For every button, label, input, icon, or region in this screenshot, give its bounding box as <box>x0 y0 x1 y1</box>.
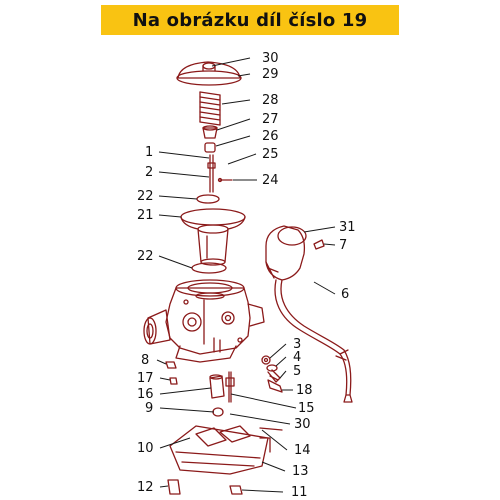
needle-part <box>207 154 233 193</box>
float-pin-part <box>259 427 283 431</box>
callout-26: 27 <box>262 112 279 127</box>
screw-set-3-4-5 <box>261 355 281 383</box>
screw-18-part <box>267 379 283 393</box>
leader-lines <box>156 57 336 493</box>
callout-12: 12 <box>137 480 154 495</box>
callout-27: 28 <box>262 93 279 108</box>
callout-8: 8 <box>141 353 149 368</box>
spring-seat-part <box>202 125 218 139</box>
callout-25: 26 <box>262 129 279 144</box>
jet-needle-part <box>225 371 235 403</box>
screw-11-part <box>229 485 243 495</box>
callout-2: 2 <box>145 165 153 180</box>
callout-22a: 22 <box>137 189 154 204</box>
choke-cable <box>274 279 353 403</box>
retainer-part <box>204 142 216 153</box>
callout-22b: 22 <box>137 249 154 264</box>
callout-4: 4 <box>293 350 301 365</box>
callout-30: 30 <box>294 417 311 432</box>
banner-title: Na obrázku díl číslo 19 <box>132 9 368 31</box>
carburetor-body <box>143 279 265 363</box>
callout-17: 17 <box>137 371 154 386</box>
callout-14: 14 <box>294 443 311 458</box>
callout-24: 25 <box>262 147 279 162</box>
callout-16: 16 <box>137 387 154 402</box>
callout-5: 5 <box>293 364 301 379</box>
part-17 <box>169 377 178 385</box>
callout-1: 1 <box>145 145 153 160</box>
callout-28: 29 <box>262 67 279 82</box>
callout-10: 10 <box>137 441 154 456</box>
callout-18: 18 <box>296 383 313 398</box>
spring-part <box>199 91 221 126</box>
float-bowl-part <box>169 425 271 475</box>
jet-tube-part <box>209 374 225 417</box>
slide-diaphragm-part <box>180 208 246 266</box>
callout-29: 30 <box>262 51 279 66</box>
callout-3: 3 <box>293 337 301 352</box>
callout-13: 13 <box>292 464 309 479</box>
callout-15: 15 <box>298 401 315 416</box>
title-banner: Na obrázku díl číslo 19 <box>101 5 399 35</box>
part-8 <box>165 361 177 369</box>
callout-23: 24 <box>262 173 279 188</box>
callout-21: 21 <box>137 208 154 223</box>
callout-31: 31 <box>339 220 356 235</box>
callout-9: 9 <box>145 401 153 416</box>
callout-6: 6 <box>341 287 349 302</box>
callout-labels: 30 29 28 27 26 25 24 1 2 22 21 22 31 7 6… <box>137 51 356 500</box>
choke-cap-part <box>265 225 307 281</box>
screw-7-part <box>313 239 325 250</box>
o-ring-upper <box>196 194 220 204</box>
screw-12-part <box>167 479 181 495</box>
top-cover-part <box>176 61 242 86</box>
callout-7: 7 <box>339 238 347 253</box>
callout-11: 11 <box>291 485 308 500</box>
